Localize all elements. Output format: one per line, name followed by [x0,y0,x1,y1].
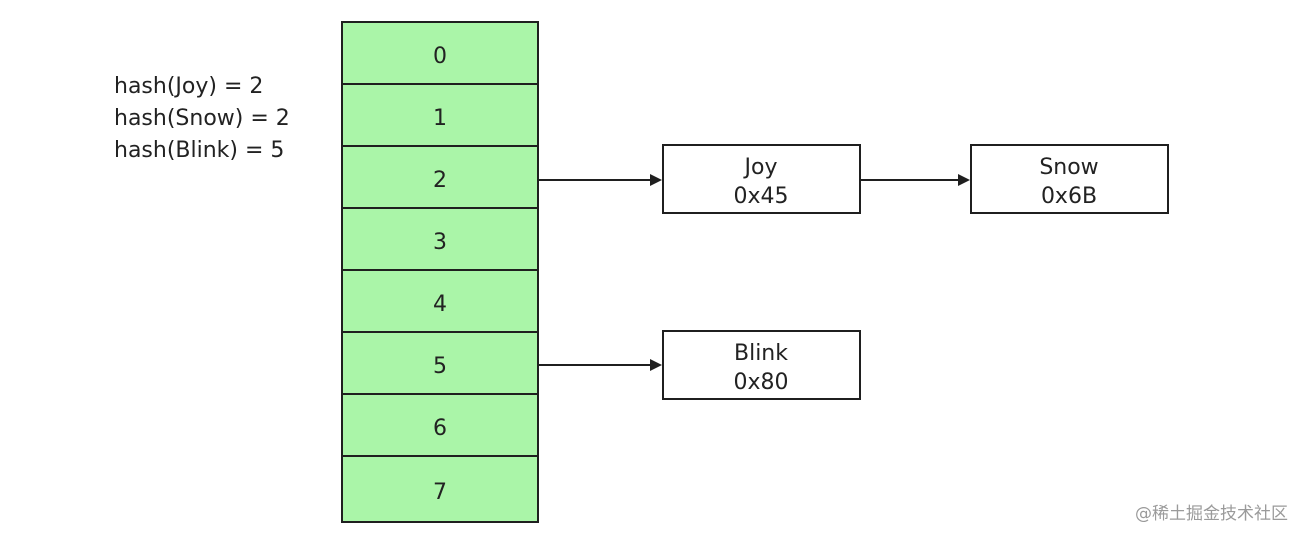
node-blink: Blink 0x80 [662,330,861,400]
bucket-index-5: 5 [433,354,447,379]
node-blink-name: Blink [734,341,788,366]
node-snow-address: 0x6B [1041,184,1097,209]
watermark: @稀土掘金技术社区 [1135,504,1288,524]
hash-assignment-joy: hash(Joy) = 2 [114,74,264,99]
node-blink-address: 0x80 [733,370,788,395]
bucket-index-6: 6 [433,416,447,441]
bucket-index-1: 1 [433,106,447,131]
bucket-7: 7 [341,455,539,523]
hash-assignment-blink: hash(Blink) = 5 [114,138,285,163]
bucket-index-0: 0 [433,44,447,69]
bucket-index-7: 7 [433,480,447,505]
bucket-6: 6 [341,393,539,457]
hash-assignments: hash(Joy) = 2 hash(Snow) = 2 hash(Blink)… [114,71,290,167]
hash-assignment-snow: hash(Snow) = 2 [114,106,290,131]
node-joy-name: Joy [743,155,778,180]
bucket-array: 0 1 2 3 4 5 6 7 [341,21,539,523]
bucket-2: 2 [341,145,539,209]
bucket-index-2: 2 [433,168,447,193]
bucket-0: 0 [341,21,539,85]
node-snow: Snow 0x6B [970,144,1169,214]
bucket-index-3: 3 [433,230,447,255]
bucket-index-4: 4 [433,292,447,317]
bucket-1: 1 [341,83,539,147]
bucket-5: 5 [341,331,539,395]
bucket-3: 3 [341,207,539,271]
node-joy: Joy 0x45 [662,144,861,214]
node-snow-name: Snow [1039,155,1098,180]
bucket-4: 4 [341,269,539,333]
node-joy-address: 0x45 [733,184,788,209]
